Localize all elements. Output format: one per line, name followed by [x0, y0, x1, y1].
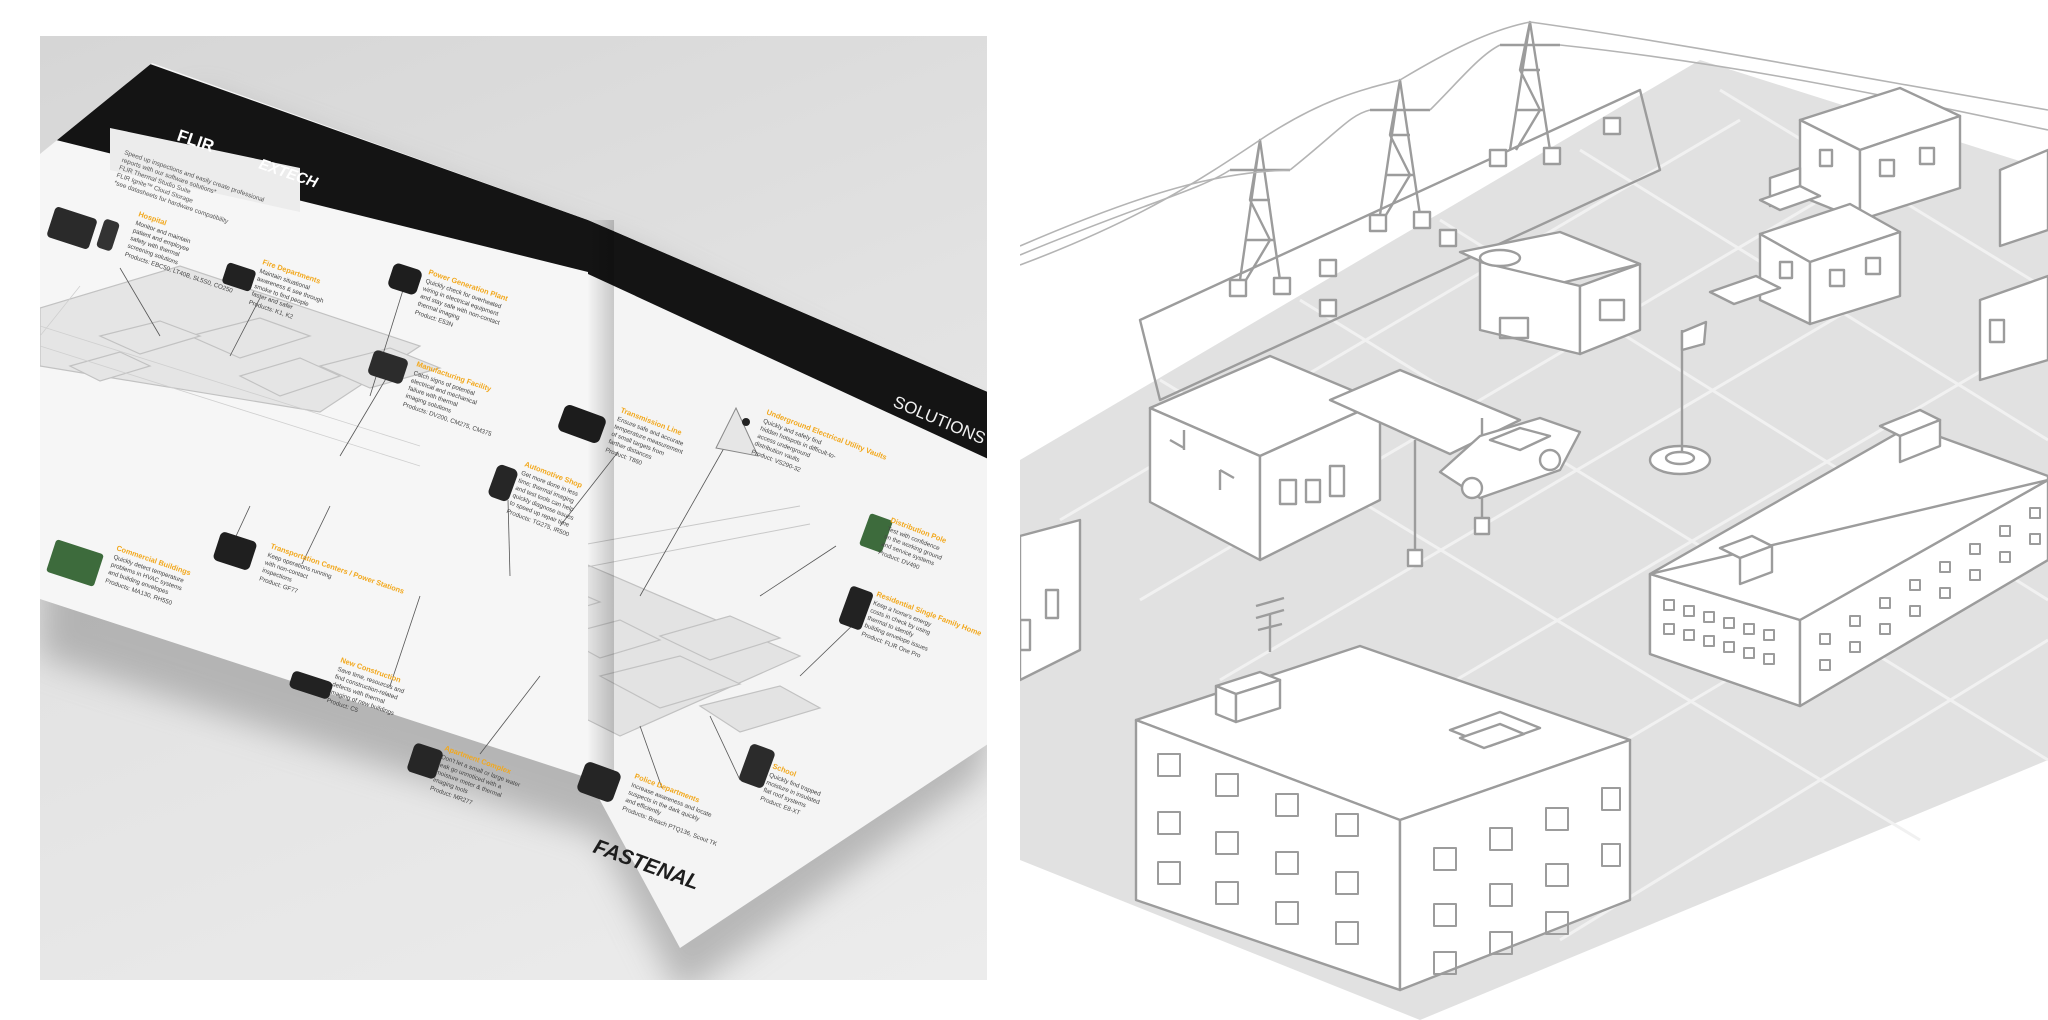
product-images	[46, 207, 893, 802]
callout-apartment-complex: Apartment Complex Don't let a small or l…	[429, 743, 521, 806]
power-cables	[1020, 21, 2048, 266]
school-building	[1648, 408, 2048, 708]
left-edge-building	[1020, 518, 1082, 682]
apartment-complex	[1134, 596, 1632, 992]
houses	[1708, 86, 2048, 382]
substation-fence	[1138, 88, 1662, 402]
brochure-photo: FLIR EXTECH Speed up inspections and eas…	[40, 36, 987, 980]
control-building	[1458, 230, 1642, 356]
tower-footings	[1228, 116, 1622, 318]
left-header-band	[40, 64, 588, 272]
right-header-band	[588, 220, 987, 506]
flagpole-fountain	[1648, 320, 1712, 476]
callout-leader-lines	[119, 267, 859, 789]
isometric-city-illustration	[1020, 0, 2048, 1020]
callout-underground-utility-vaults: Underground Electrical Utility Vaults Qu…	[750, 407, 888, 474]
police-car	[1438, 416, 1582, 500]
